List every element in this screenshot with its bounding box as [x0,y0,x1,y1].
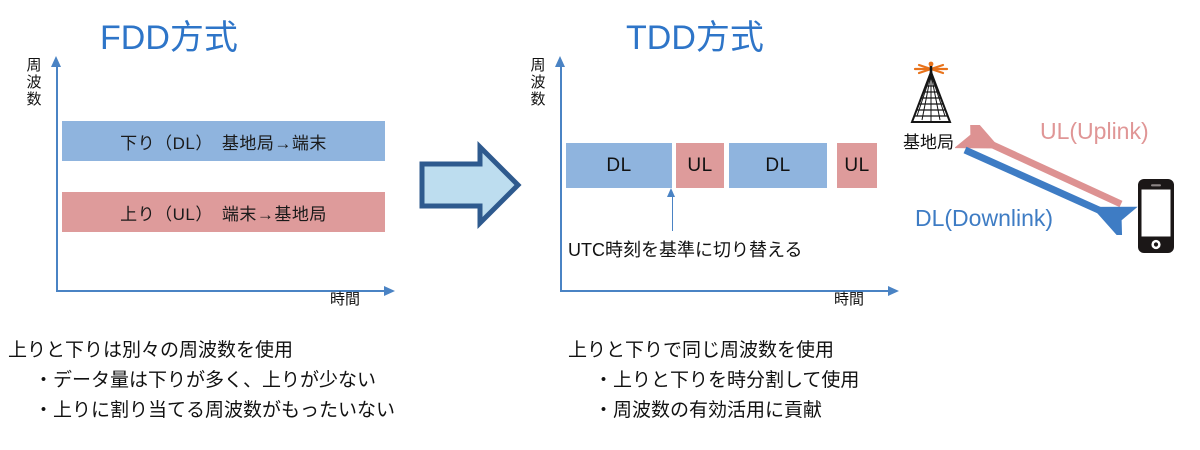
uplink-label: UL(Uplink) [1040,118,1149,144]
tdd-slot-1-dl: DL [566,143,672,188]
fdd-y-axis [56,66,58,291]
fdd-y-axis-label: 周波数 [26,57,42,108]
tdd-x-axis [560,290,890,292]
uplink-arrow-icon [955,125,1123,208]
fdd-band-downlink-label: 下り（DL） 基地局→端末 [120,133,327,153]
tdd-x-axis-arrow-icon [888,285,899,296]
tdd-panel-title: TDD方式 [626,19,764,57]
tdd-callout-stem [672,196,674,231]
fdd-band-uplink-label: 上り（UL） 端末→基地局 [120,204,327,224]
fdd-x-axis-label: 時間 [330,291,361,308]
tdd-y-axis [560,66,562,291]
fdd-panel-title: FDD方式 [100,19,238,57]
fdd-band-downlink: 下り（DL） 基地局→端末 [62,121,385,161]
tdd-x-axis-label: 時間 [834,291,865,308]
fdd-y-axis-arrow-icon [50,56,61,67]
tdd-callout-arrow-icon [667,188,675,197]
tdd-slot-4-ul: UL [837,143,877,188]
tdd-slot-2-label: UL [687,154,713,176]
base-station-caption: 基地局 [903,133,954,152]
tdd-notes-bullet-2: ・周波数の有効活用に貢献 [594,400,823,421]
fdd-notes-lead: 上りと下りは別々の周波数を使用 [8,340,294,361]
transition-right-arrow-icon [419,140,522,230]
tdd-y-axis-arrow-icon [554,56,565,67]
fdd-y-axis-label-text: 周波数 [26,57,42,108]
downlink-label: DL(Downlink) [915,205,1054,231]
tdd-slot-4-label: UL [844,154,870,176]
fdd-x-axis-arrow-icon [384,285,395,296]
tdd-notes-bullet-1: ・上りと下りを時分割して使用 [594,370,860,391]
tdd-slot-2-ul: UL [676,143,724,188]
tdd-notes: 上りと下りで同じ周波数を使用 ・上りと下りを時分割して使用 ・周波数の有効活用に… [568,336,859,426]
tdd-notes-lead: 上りと下りで同じ周波数を使用 [568,340,835,361]
tdd-slot-3-dl: DL [729,143,827,188]
fdd-notes-bullet-2: ・上りに割り当てる周波数がもったいない [34,400,396,421]
tdd-callout-text: UTC時刻を基準に切り替える [568,240,803,260]
fdd-notes-bullet-1: ・データ量は下りが多く、上りが少ない [34,370,377,391]
smartphone-icon [1138,179,1174,253]
tdd-slot-3-label: DL [765,154,791,176]
fdd-x-axis [56,290,386,292]
fdd-band-uplink: 上り（UL） 端末→基地局 [62,192,385,232]
tdd-y-axis-label: 周波数 [530,57,546,108]
tdd-slot-1-label: DL [606,154,632,176]
tdd-y-axis-label-text: 周波数 [530,57,546,108]
downlink-arrow-icon [963,146,1138,235]
cell-tower-icon [910,61,952,123]
fdd-notes: 上りと下りは別々の周波数を使用 ・データ量は下りが多く、上りが少ない ・上りに割… [8,336,395,426]
